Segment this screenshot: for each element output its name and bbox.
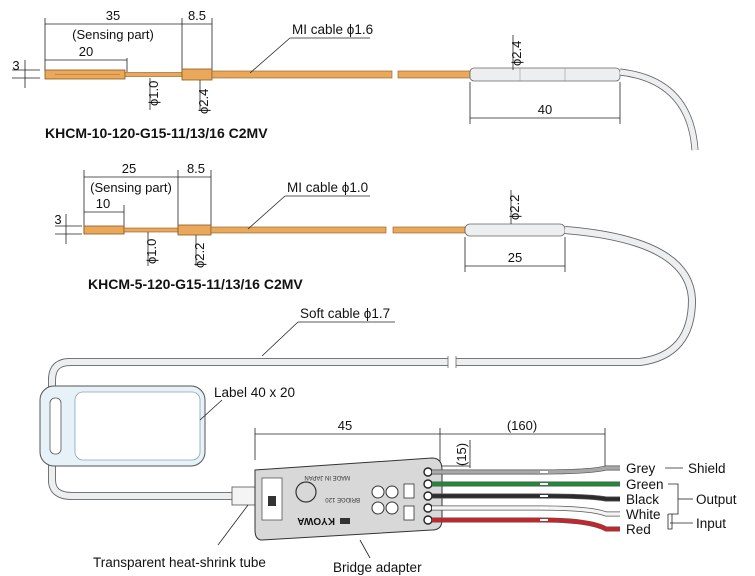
lead-wires (432, 465, 620, 532)
group-shield: Shield (688, 461, 726, 476)
wire-labels: Grey Green Black White Red Shield Output… (626, 461, 737, 537)
adapter-dim-strip: (15) (454, 443, 469, 466)
wire-label-green: Green (626, 477, 664, 492)
adapter-dim-leads: (160) (507, 418, 537, 433)
bottom-dia-joint: ϕ2.2 (507, 195, 522, 220)
top-cable-label: MI cable ϕ1.6 (292, 22, 373, 37)
wire-label-white: White (626, 507, 661, 522)
top-dia-joint: ϕ2.4 (509, 41, 524, 66)
bottom-dia-tip: ϕ1.0 (144, 239, 159, 264)
group-output: Output (696, 492, 737, 507)
board-text-made: MADE IN JAPAN (304, 474, 350, 480)
bottom-model: KHCM-5-120-G15-11/13/16 C2MV (88, 276, 303, 292)
soft-cable: Soft cable ϕ1.7 (48, 226, 697, 500)
cable-label-tag: Label 40 x 20 (39, 385, 295, 467)
bottom-joint (464, 223, 566, 237)
top-joint (469, 67, 621, 82)
bottom-dim-joint: 25 (508, 250, 522, 265)
wire-label-red: Red (626, 522, 651, 537)
wire-red (432, 518, 620, 531)
board-text-kyowa: KYOWA (297, 515, 335, 526)
board-text-bridge: BRIDGE 120 (325, 496, 360, 502)
top-dim-step: 8.5 (188, 8, 206, 23)
top-sensing-label: (Sensing part) (72, 27, 154, 42)
wire-label-black: Black (626, 492, 659, 507)
top-dim-height: 3 (12, 58, 19, 73)
top-mi-cable (211, 70, 393, 79)
bottom-dia-sleeve: ϕ2.2 (192, 243, 207, 268)
bottom-sleeve (177, 224, 212, 236)
top-model: KHCM-10-120-G15-11/13/16 C2MV (45, 125, 268, 141)
group-input: Input (696, 516, 726, 531)
adapter-dim-length: 45 (338, 418, 352, 433)
bottom-sensor: 25 8.5 (Sensing part) 10 3 MI cable ϕ1.0… (54, 161, 566, 292)
bottom-dim-sensing: 10 (96, 196, 110, 211)
bottom-dim-total: 25 (122, 161, 136, 176)
top-dim-joint: 40 (538, 102, 552, 117)
wire-label-grey: Grey (626, 461, 656, 476)
bottom-mi-cable (210, 226, 387, 234)
adapter-label: Bridge adapter (333, 560, 422, 575)
soft-cable-label: Soft cable ϕ1.7 (300, 306, 390, 321)
bottom-cable-label: MI cable ϕ1.0 (287, 180, 368, 195)
top-dia-sleeve: ϕ2.4 (196, 89, 211, 114)
wire-black (432, 494, 620, 501)
bottom-sensing-label: (Sensing part) (90, 180, 172, 195)
bottom-dim-height: 3 (54, 212, 61, 227)
top-thin-tube (124, 72, 183, 77)
bottom-mi-cable-2 (392, 226, 466, 234)
label-note: Label 40 x 20 (214, 385, 295, 400)
top-dim-total: 35 (106, 8, 120, 23)
top-mi-cable-2 (397, 70, 471, 79)
top-sleeve (181, 68, 213, 81)
bottom-sensing-part (83, 225, 125, 235)
top-dia-tip: ϕ1.0 (146, 81, 161, 106)
top-sensor: 35 8.5 (Sensing part) 20 3 MI cable ϕ1.6… (12, 8, 699, 151)
bottom-thin-tube (123, 227, 179, 233)
bottom-dim-step: 8.5 (187, 161, 205, 176)
top-dim-sensing: 20 (79, 44, 93, 59)
bridge-adapter: 45 (160) (15) MADE IN JAPAN BRIDGE 120 K… (93, 418, 620, 575)
tube-label: Transparent heat-shrink tube (93, 555, 266, 570)
